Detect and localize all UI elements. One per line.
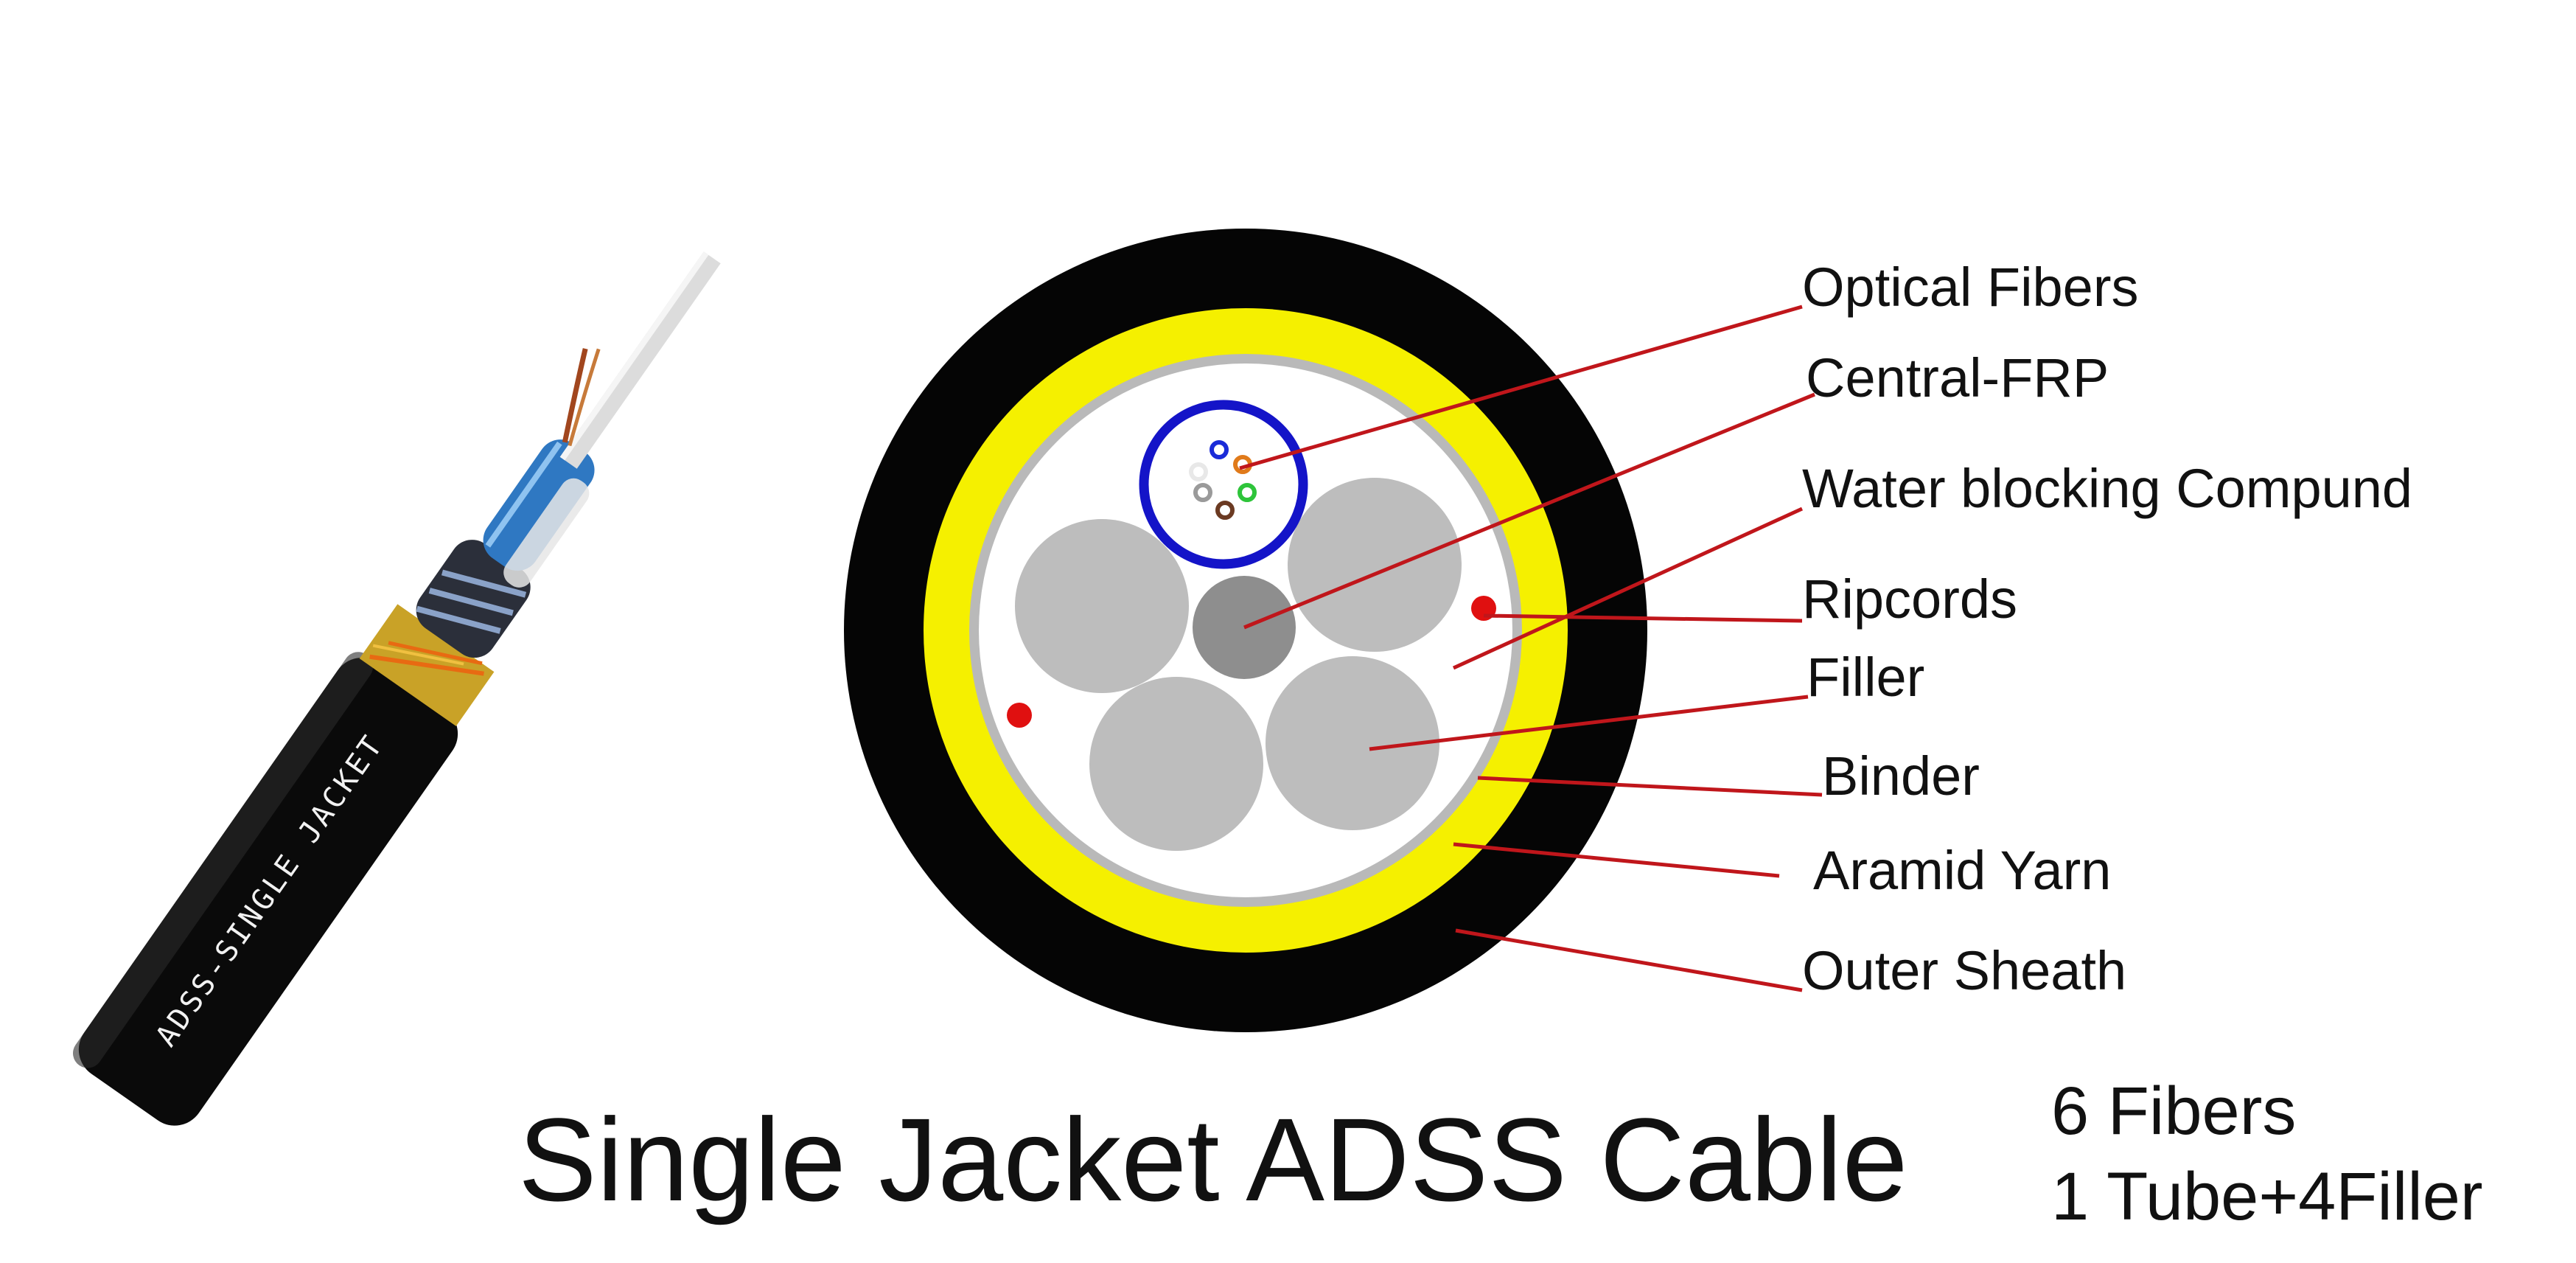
label-ripcords: Ripcords	[1802, 568, 2017, 630]
cable-photo: ADSS-SINGLE JACKET	[72, 251, 721, 1126]
spec-fibers: 6 Fibers	[2051, 1074, 2296, 1149]
cable-jacket	[78, 658, 458, 1126]
label-filler: Filler	[1807, 647, 1924, 708]
optical-fiber-4	[1238, 483, 1257, 502]
leader-water-blocking	[1452, 507, 1804, 670]
leader-binder	[1477, 776, 1823, 797]
optical-fiber-3	[1193, 483, 1212, 502]
loose-tube	[1139, 400, 1308, 569]
label-optical-fibers: Optical Fibers	[1802, 257, 2138, 318]
leader-central-frp	[1243, 392, 1815, 630]
label-central-frp: Central-FRP	[1806, 347, 2109, 408]
label-water-blocking-compund: Water blocking Compund	[1802, 458, 2412, 519]
filler-3	[1089, 677, 1263, 851]
label-outer-sheath: Outer Sheath	[1802, 940, 2126, 1001]
spec-structure: 1 Tube+4Filler	[2051, 1159, 2483, 1234]
ripcord-2	[1007, 703, 1032, 728]
leader-aramid-yarn	[1453, 842, 1780, 878]
filler-2	[1288, 478, 1462, 652]
leader-lines	[1239, 305, 1823, 992]
filler-4	[1266, 656, 1439, 830]
cable-core-wrap	[416, 540, 531, 658]
optical-fiber-5	[1215, 501, 1235, 520]
cable-cross-section	[844, 229, 1647, 1032]
optical-fiber-1	[1210, 440, 1229, 459]
leader-outer-sheath	[1455, 928, 1803, 992]
filler-1	[1015, 519, 1189, 693]
diagram-title: Single Jacket ADSS Cable	[518, 1093, 1907, 1225]
leader-ripcords	[1483, 613, 1803, 623]
cable-loose-tube	[483, 439, 595, 571]
label-binder: Binder	[1822, 745, 1980, 807]
callout-labels: Optical Fibers Central-FRP Water blockin…	[1802, 257, 2412, 1001]
optical-fiber-6	[1189, 462, 1208, 481]
leader-filler	[1369, 695, 1809, 751]
cable-fibers	[562, 348, 588, 443]
leader-optical-fibers	[1239, 305, 1803, 470]
cable-central-frp	[559, 251, 721, 469]
label-aramid-yarn: Aramid Yarn	[1813, 840, 2111, 901]
